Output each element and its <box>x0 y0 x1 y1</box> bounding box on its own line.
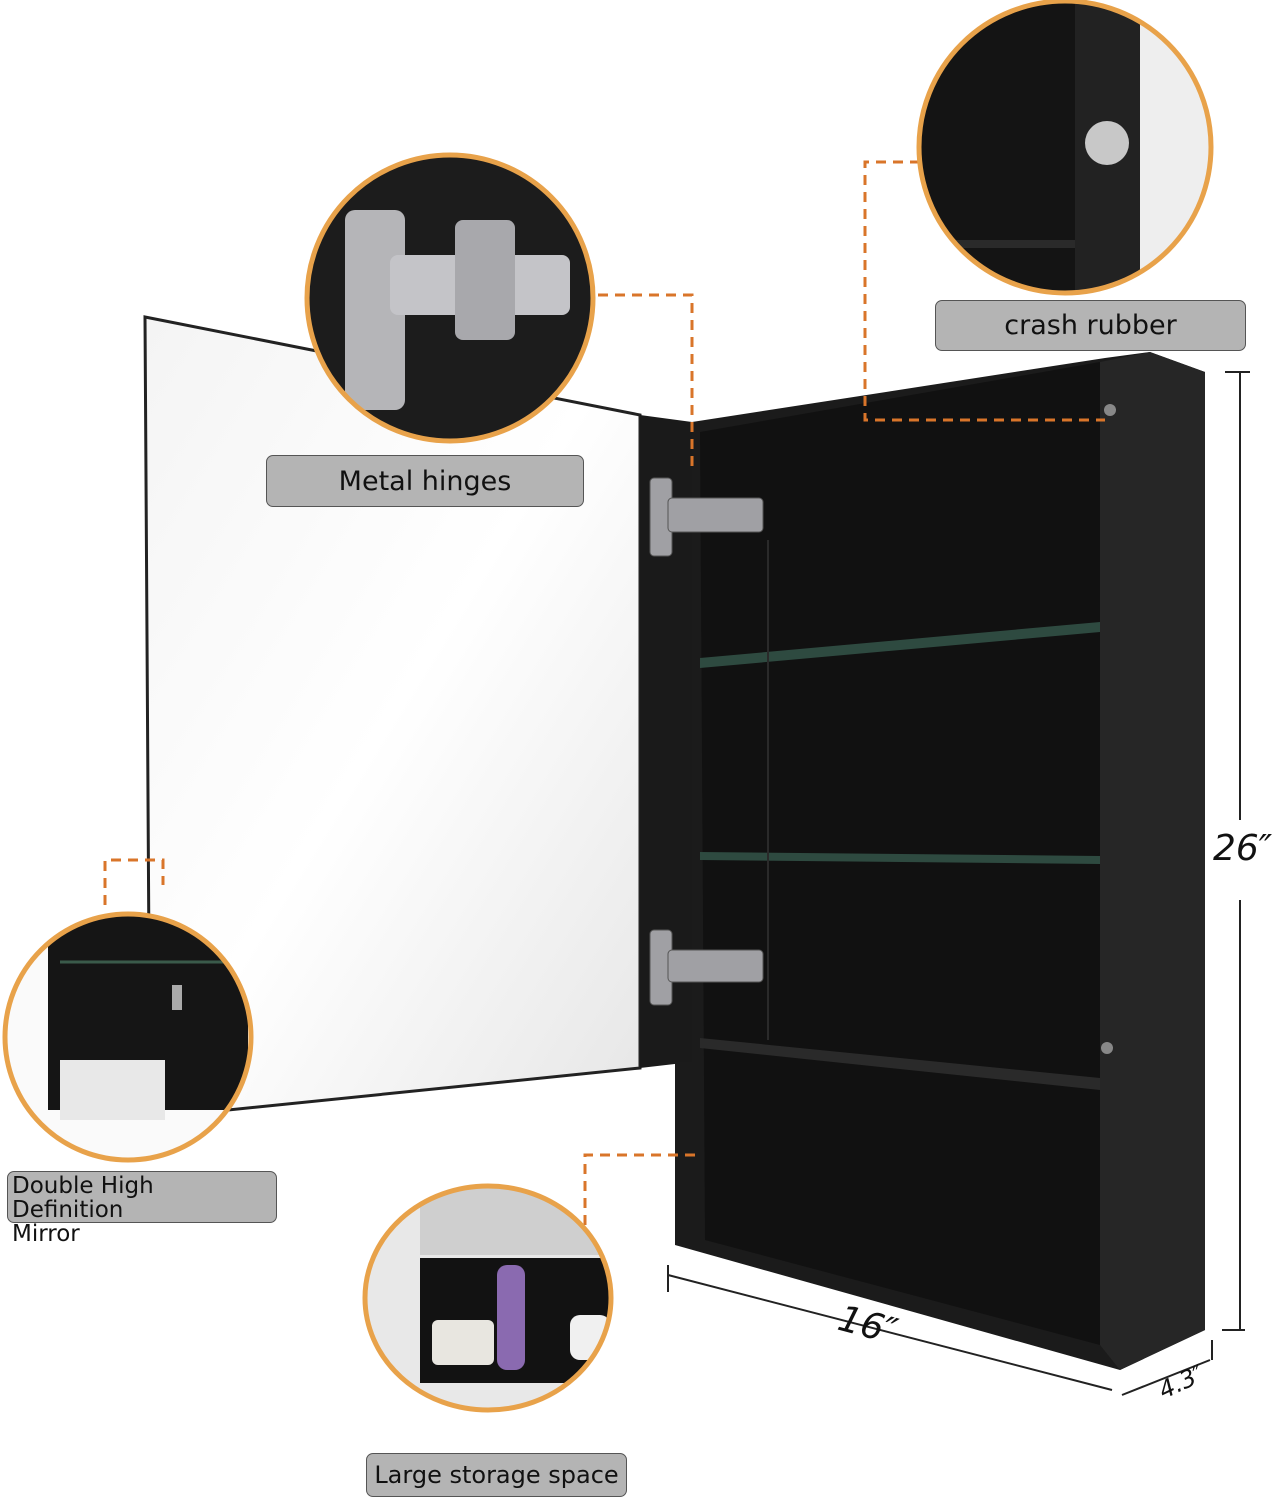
dimension-height: 26″ <box>1213 828 1273 869</box>
label-metal-hinges: Metal hinges <box>266 455 584 507</box>
hinge-detail-circle <box>304 152 596 444</box>
storage-detail-circle <box>362 1183 614 1413</box>
crash-rubber-dot <box>1104 404 1116 416</box>
hinge-top <box>649 477 764 557</box>
label-double-hd-mirror: Double High Definition Mirror <box>7 1171 277 1246</box>
hinge-bottom <box>649 929 764 1006</box>
mirror-door <box>143 315 692 1120</box>
glass-shelf-top <box>700 622 1100 668</box>
cabinet <box>649 352 1205 1370</box>
crash-rubber-detail-circle <box>916 0 1214 296</box>
bottom-shelf <box>700 1038 1100 1090</box>
leader-lines <box>103 160 1105 1225</box>
label-line-1: Double High Definition <box>12 1173 154 1223</box>
label-crash-rubber: crash rubber <box>935 300 1246 351</box>
glass-shelf-middle <box>700 852 1100 864</box>
label-large-storage: Large storage space <box>366 1453 627 1497</box>
label-line-2: Mirror <box>12 1221 80 1247</box>
dimension-lines <box>667 371 1250 1396</box>
mirror-detail-circle <box>2 911 254 1163</box>
